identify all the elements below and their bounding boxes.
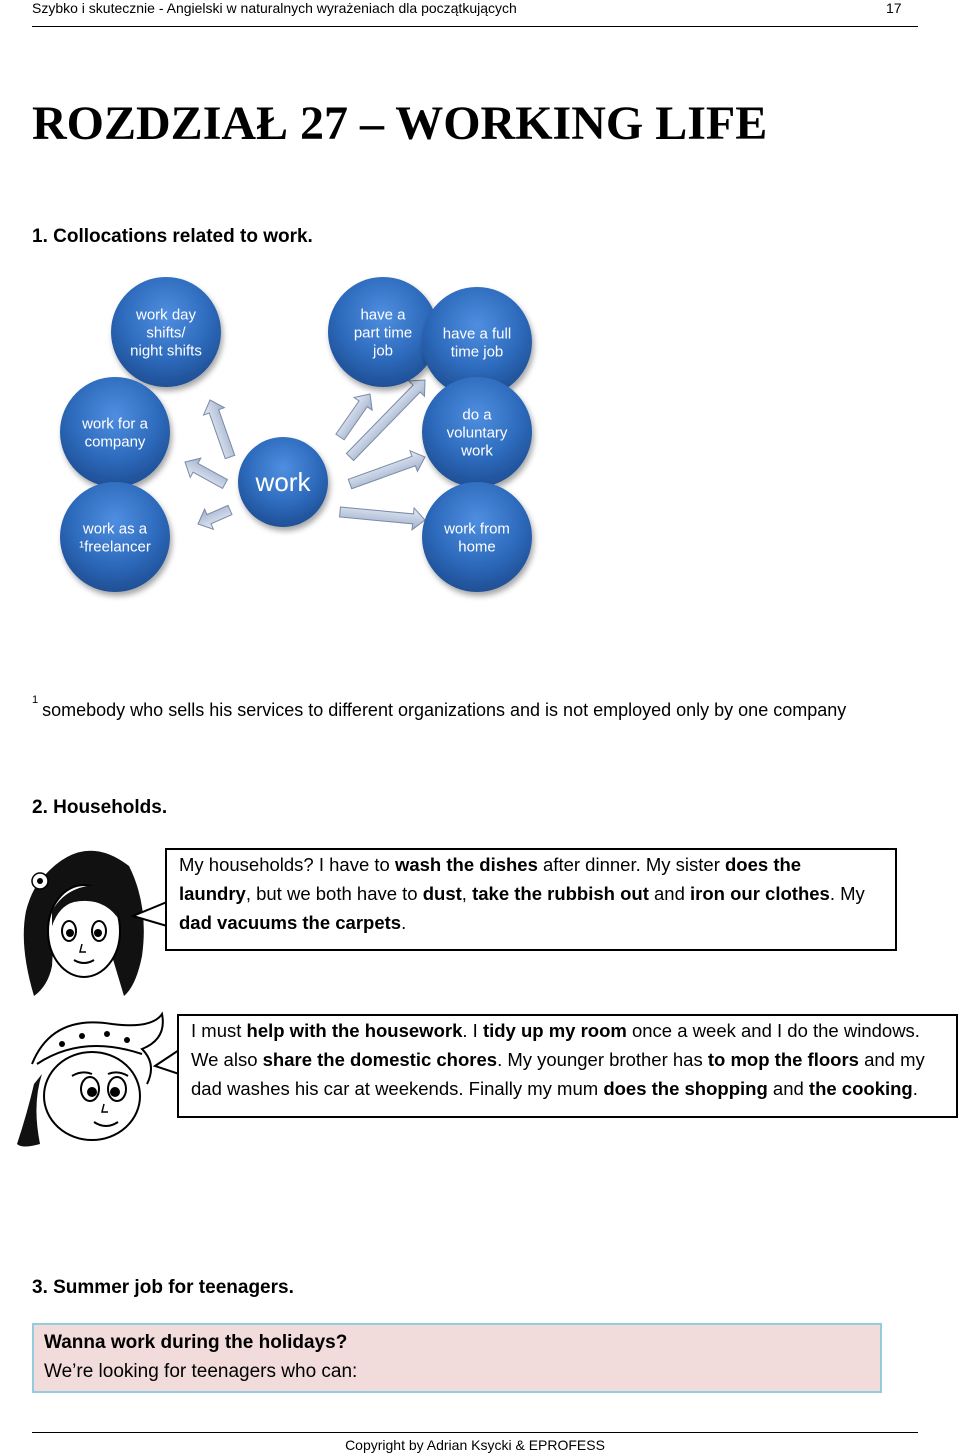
diagram-node-circle [422, 482, 532, 592]
diagram-center-circle [238, 437, 328, 527]
bubble-text: and [767, 1078, 809, 1099]
bubble-text: My households? I have to [179, 854, 395, 875]
diagram-node-label: company [85, 433, 146, 450]
collocation-phrase: iron our clothes [690, 883, 830, 904]
bubble-text: . [401, 912, 407, 933]
bubble-text: and [648, 883, 691, 904]
collocation-phrase: take the rubbish out [472, 883, 649, 904]
bubble-text: We also [191, 1049, 263, 1070]
diagram-arrow [338, 506, 426, 531]
copyright-text: Copyright by Adrian Ksycki & EPROFESS [345, 1437, 605, 1453]
diagram-node-label: have a [360, 306, 406, 323]
bubble-line: We also share the domestic chores. My yo… [191, 1045, 944, 1074]
page-footer: Copyright by Adrian Ksycki & EPROFESS [32, 1432, 918, 1453]
bubble-line: dad washes his car at weekends. Finally … [191, 1074, 944, 1103]
bubble-line: I must help with the housework. I tidy u… [191, 1016, 944, 1045]
page-number: 17 [886, 0, 902, 16]
bubble-text: and my [858, 1049, 925, 1070]
bubble-text: dad washes his car at weekends. Finally … [191, 1078, 604, 1099]
collocation-phrase: tidy up my room [482, 1020, 627, 1041]
diagram-arrow [197, 504, 233, 531]
collocation-phrase: to mop the floors [707, 1049, 859, 1070]
girl-with-headscarf-illustration [17, 1011, 164, 1147]
collocation-phrase: dust [422, 883, 462, 904]
diagram-arrow [202, 399, 236, 460]
collocation-phrase: dad vacuums the carpets [179, 912, 402, 933]
bubble-text: . My younger brother has [497, 1049, 708, 1070]
diagram-node-label: work as a [82, 520, 148, 537]
diagram-node-circle [60, 482, 170, 592]
diagram-node-label: job [372, 342, 393, 359]
bubble-text: . [912, 1078, 918, 1099]
section-title-summer-job: 3. Summer job for teenagers. [32, 1277, 294, 1298]
diagram-node-label: voluntary [447, 424, 508, 441]
running-header: Szybko i skutecznie - Angielski w natura… [32, 0, 918, 27]
diagram-node-label: time job [451, 343, 504, 360]
bubble-line: dad vacuums the carpets. [179, 908, 883, 937]
bubble-text: once a week and I do the windows. [626, 1020, 920, 1041]
bubble-text: . I [462, 1020, 483, 1041]
footnote-mark: 1 [32, 694, 39, 706]
diagram-node-label: part time [354, 324, 412, 341]
collocation-phrase: does the shopping [603, 1078, 768, 1099]
diagram-arrows [184, 379, 426, 531]
book-title: Szybko i skutecznie - Angielski w natura… [32, 0, 517, 16]
diagram-node-label: work [460, 442, 493, 459]
diagram-node-label: do a [462, 406, 492, 423]
girl-illustration [23, 850, 144, 996]
diagram-node-circle [328, 277, 438, 387]
bubble-text: , [461, 883, 473, 904]
speech-bubble-household-2: I must help with the housework. I tidy u… [177, 1014, 958, 1118]
ad-heading: Wanna work during the holidays? [44, 1332, 348, 1353]
chapter-title: ROZDZIAŁ 27 – WORKING LIFE [32, 97, 768, 150]
section-title-collocations: 1. Collocations related to work. [32, 226, 313, 247]
diagram-arrow [335, 393, 373, 441]
bubble-line: My households? I have to wash the dishes… [179, 850, 883, 879]
bubble-text: , but we both have to [245, 883, 423, 904]
bubble-text: after dinner. My sister [537, 854, 725, 875]
bubble-text: I must [191, 1020, 247, 1041]
diagram-node-circle [422, 377, 532, 487]
bubble-1-text: My households? I have to wash the dishes… [179, 850, 883, 937]
collocation-phrase: does the [725, 854, 802, 875]
footnote-text: somebody who sells his services to diffe… [42, 700, 847, 720]
diagram-center-label: work [255, 467, 312, 497]
diagram-node-label: work day [135, 306, 197, 323]
bubble-2-text: I must help with the housework. I tidy u… [191, 1016, 944, 1103]
ad-text: We’re looking for teenagers who can: [44, 1361, 358, 1382]
diagram-node-circle [60, 377, 170, 487]
collocation-phrase: laundry [179, 883, 246, 904]
bubble-text: . My [829, 883, 865, 904]
diagram-node-label: shifts/ [146, 324, 186, 341]
diagram-node-label: home [458, 538, 496, 555]
bubble-line: laundry, but we both have to dust, take … [179, 879, 883, 908]
summer-job-ad-box: Wanna work during the holidays? We’re lo… [32, 1323, 882, 1393]
speech-bubble-household-1: My households? I have to wash the dishes… [165, 848, 897, 951]
diagram-node-label: work from [443, 520, 510, 537]
collocation-phrase: share the domestic chores [262, 1049, 498, 1070]
collocation-phrase: the cooking [808, 1078, 913, 1099]
collocation-phrase: help with the housework [246, 1020, 463, 1041]
diagram-node-label: have a full [443, 325, 511, 342]
section-title-households: 2. Households. [32, 797, 168, 818]
diagram-node-label: work for a [81, 415, 149, 432]
speech-bubble-tail-1 [130, 900, 169, 928]
diagram-node-label: night shifts [130, 342, 202, 359]
diagram-node-circle [422, 287, 532, 397]
collocation-phrase: wash the dishes [394, 854, 538, 875]
diagram-node-circle [111, 277, 221, 387]
diagram-arrow [184, 457, 229, 490]
diagram-node-label: ¹freelancer [79, 538, 151, 555]
diagram-arrow [347, 449, 426, 490]
diagram-arrow [345, 379, 426, 462]
